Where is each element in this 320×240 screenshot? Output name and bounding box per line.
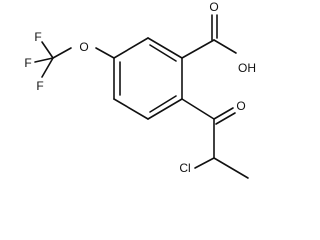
structure-canvas: O OH O F F F O Cl (24, 0, 256, 179)
ring-bond-6 (113, 37, 149, 59)
cf-bond-top (41, 41, 54, 59)
ketone-double-a (213, 107, 234, 120)
ketone-oxygen-label: O (236, 99, 245, 113)
carboxyl-bond (181, 39, 215, 59)
ether-bond-ring (95, 47, 115, 59)
acyl-bond (181, 98, 215, 120)
ring-double-inner-1 (149, 44, 177, 62)
ring-bond-4 (113, 98, 149, 120)
methyl-bond (213, 157, 249, 179)
hydroxyl-bond (213, 39, 237, 54)
chlorine-label: Cl (179, 161, 190, 175)
fluorine-left-label: F (24, 56, 31, 70)
carbonyl-oxygen-label: O (209, 0, 218, 14)
ether-bond-c (52, 47, 72, 59)
cf-bond-left (34, 57, 54, 63)
ketone-double-b (215, 112, 236, 125)
ring-double-inner-2 (149, 95, 177, 113)
chlorine-bond (194, 157, 215, 169)
cf-bond-bottom (41, 57, 54, 78)
molecule-diagram: O OH O F F F O Cl (24, 0, 256, 179)
ring-bond-1 (147, 37, 183, 59)
ring-bond-3 (147, 98, 183, 120)
ether-oxygen-label: O (79, 40, 88, 54)
hydroxyl-label: OH (238, 61, 256, 75)
fluorine-bottom-label: F (36, 79, 43, 93)
fluorine-top-label: F (34, 30, 41, 44)
